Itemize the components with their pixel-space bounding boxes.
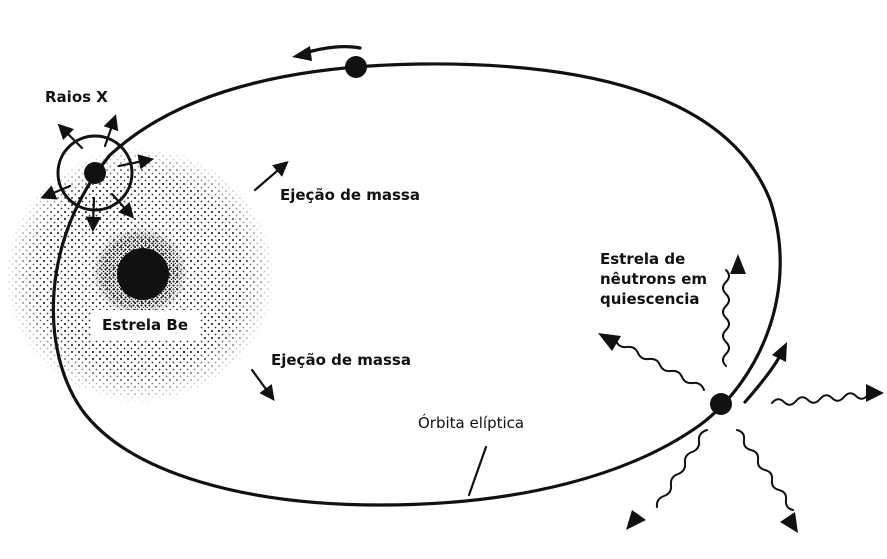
radiation-waves-icon [598,254,884,533]
elliptical-orbit [51,62,782,507]
be-star [117,248,169,300]
quiescent-label-line3: quiescencia [600,290,700,308]
quiescent-label-line1: Estrela de [600,250,685,268]
be-star-label: Estrela Be [102,316,188,334]
orbit-label: Órbita elíptica [418,413,524,432]
ejection-label-bottom: Ejeção de massa [271,351,411,369]
quiescent-label-line2: nêutrons em [600,270,707,288]
active-neutron-star [40,114,155,233]
xray-arrows-icon [40,114,155,233]
quiescent-neutron-star [598,254,884,533]
xray-label: Raios X [45,88,108,106]
neutron-star-top [345,56,367,78]
orbit-label-leader [467,445,488,497]
motion-arrow-top-icon [292,45,362,61]
ejection-arrow-bottom-icon [250,368,275,401]
motion-arrow-right-icon [743,342,787,404]
ejection-label-top: Ejeção de massa [280,186,420,204]
ejection-arrow-top-icon [253,160,289,192]
